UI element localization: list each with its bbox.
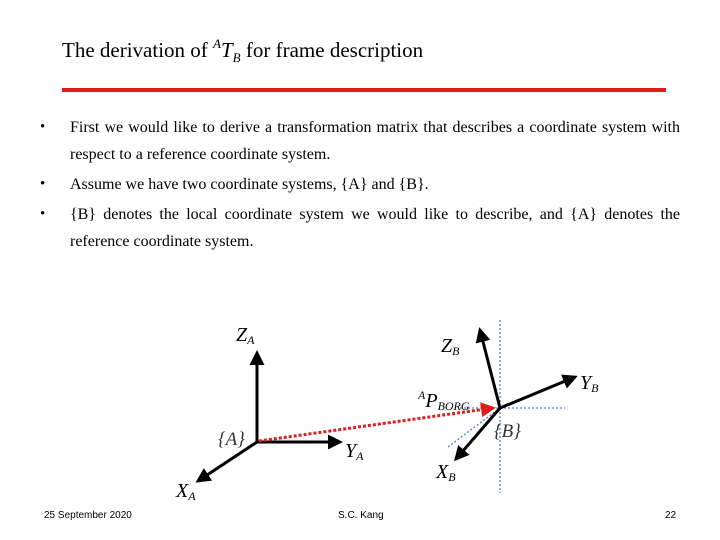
frame-b-origin-label: {B} — [494, 421, 521, 442]
title-prefix: The derivation of — [62, 38, 208, 62]
frame-a-y-label: YA — [345, 440, 364, 463]
frame-b-z-axis — [475, 327, 502, 409]
footer-page-number: 22 — [665, 510, 677, 521]
bullet-icon: • — [40, 206, 46, 222]
frame-a-origin-label: {A} — [218, 429, 245, 450]
coordinate-frames-diagram: ZA YA XA {A} APBORG ZB YB XB {B} — [175, 320, 599, 503]
position-vector-line — [258, 402, 496, 443]
bullet-text: {B} denotes the local coordinate system … — [70, 206, 680, 250]
frame-b-guide-diagonal — [447, 407, 501, 448]
bullet-item: • {B} denotes the local coordinate system… — [40, 201, 680, 255]
title-suffix: for frame description — [245, 38, 424, 62]
footer-author: S.C. Kang — [338, 510, 384, 521]
bullet-item: • First we would like to derive a transfo… — [40, 114, 680, 168]
position-vector-label: APBORG — [417, 388, 470, 413]
frame-b-y-axis — [499, 374, 578, 410]
title-transform-symbol: T — [220, 38, 233, 62]
frame-b-z-label: ZB — [441, 335, 460, 358]
bullet-icon: • — [40, 176, 46, 192]
bullet-item: • Assume we have two coordinate systems, … — [40, 171, 680, 198]
title-underline — [62, 88, 666, 92]
bullet-list: • First we would like to derive a transfo… — [40, 114, 680, 258]
frame-a-x-axis — [195, 440, 258, 483]
frame-b-x-label: XB — [435, 461, 456, 484]
slide-title: The derivation of ATB for frame descript… — [62, 36, 424, 66]
title-superscript: A — [213, 36, 221, 51]
frame-a-x-label: XA — [175, 480, 196, 503]
footer-date: 25 September 2020 — [44, 510, 132, 521]
frame-b-x-axis — [454, 407, 502, 462]
bullet-text: Assume we have two coordinate systems, {… — [70, 176, 429, 193]
frame-a-z-label: ZA — [236, 324, 255, 347]
frame-b-y-label: YB — [580, 372, 599, 395]
bullet-text: First we would like to derive a transfor… — [70, 119, 680, 163]
title-subscript: B — [232, 50, 241, 66]
bullet-icon: • — [40, 119, 46, 135]
